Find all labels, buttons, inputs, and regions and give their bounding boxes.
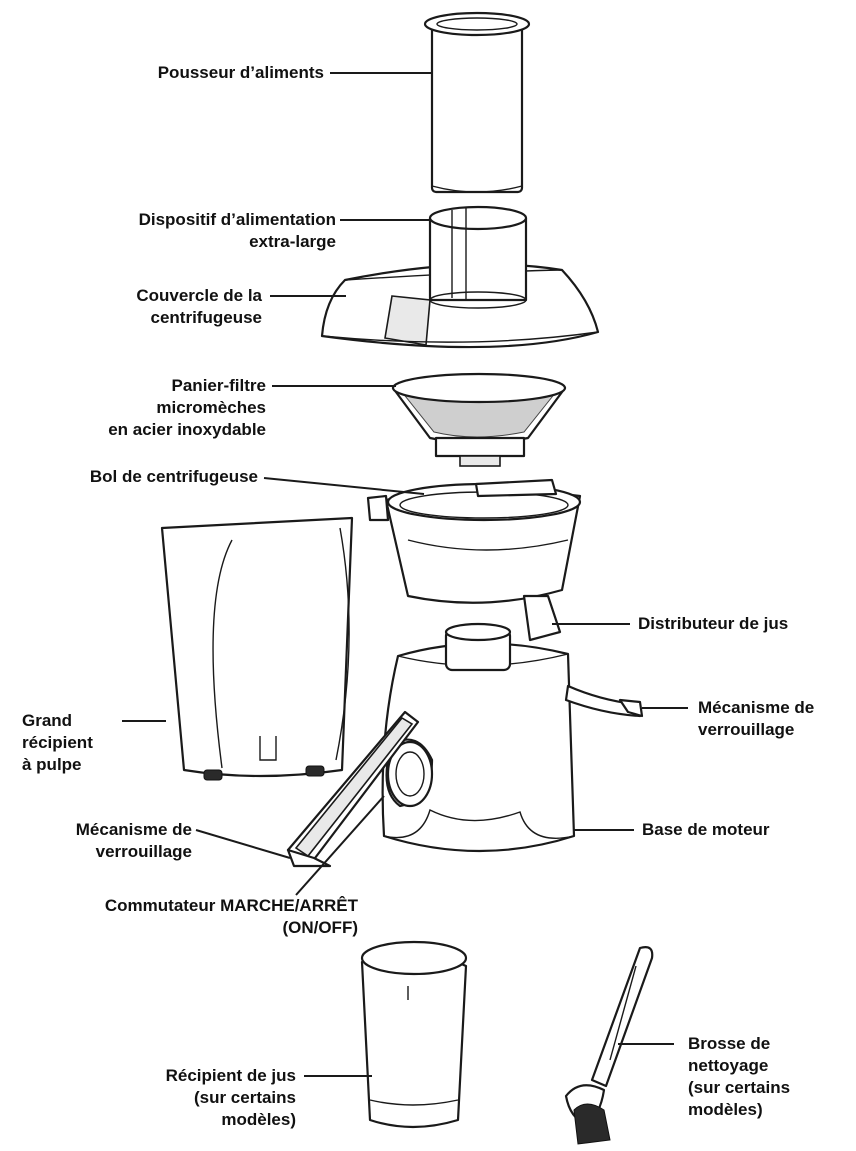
label-juice-spout: Distributeur de jus bbox=[638, 614, 789, 633]
leader-lines bbox=[122, 72, 688, 1077]
label-feed-chute: Dispositif d’alimentation extra-large bbox=[138, 210, 336, 251]
food-pusher-drawing bbox=[423, 11, 531, 194]
filter-basket-drawing bbox=[391, 372, 567, 467]
label-motor-base: Base de moteur bbox=[642, 820, 770, 839]
label-locking-arm-right: Mécanisme de verrouillage bbox=[698, 698, 815, 739]
label-juicer-bowl: Bol de centrifugeuse bbox=[89, 467, 258, 486]
label-juicer-cover: Couvercle de la centrifugeuse bbox=[136, 286, 262, 327]
label-power-switch: Commutateur MARCHE/ARRÊT (ON/OFF) bbox=[104, 896, 358, 937]
label-filter-basket: Panier-filtre micromèches en acier inoxy… bbox=[108, 376, 266, 439]
locking-arm-left-drawing bbox=[286, 710, 420, 868]
label-locking-arm-left: Mécanisme de verrouillage bbox=[75, 820, 192, 861]
label-juice-jug: Récipient de jus (sur certains modèles) bbox=[165, 1066, 296, 1129]
juicer-cover-drawing bbox=[320, 205, 600, 349]
juicer-bowl-drawing bbox=[366, 478, 582, 642]
pulp-container-drawing bbox=[160, 516, 354, 781]
juice-jug-drawing bbox=[360, 940, 468, 1129]
cleaning-brush-drawing bbox=[564, 946, 654, 1145]
label-food-pusher: Pousseur d’aliments bbox=[157, 63, 324, 82]
label-pulp-container: Grand récipient à pulpe bbox=[22, 711, 93, 774]
motor-base-drawing bbox=[381, 622, 576, 853]
locking-arm-right-drawing bbox=[564, 684, 644, 718]
label-cleaning-brush: Brosse de nettoyage (sur certains modèle… bbox=[688, 1034, 791, 1119]
